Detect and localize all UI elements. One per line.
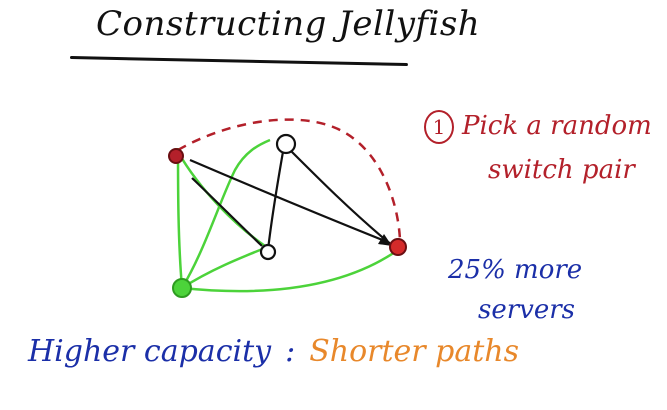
switch-node-top-left: [168, 148, 184, 164]
switch-node-top-center: [275, 133, 297, 155]
step-line-2: switch pair: [488, 155, 635, 185]
colon-text: :: [285, 334, 296, 369]
step-number-badge: 1: [424, 110, 454, 144]
servers-note: 25% more servers: [448, 250, 582, 330]
switch-node-right: [389, 238, 407, 256]
switch-node-bottom-left: [172, 278, 192, 298]
servers-line-1: 25% more: [448, 255, 583, 285]
step-line-1: Pick a random: [462, 111, 652, 141]
step-note: 1 Pick a random switch pair: [424, 104, 652, 192]
green-link-bl-to-right: [181, 248, 399, 293]
green-link-bl-to-center: [181, 246, 266, 290]
switch-node-center: [259, 243, 277, 261]
green-link-bl-to-tl: [176, 147, 184, 289]
black-link-tc-to-right: [289, 149, 389, 243]
bottom-statement: Higher capacity: Shorter paths: [28, 334, 519, 369]
slide-title: Constructing Jellyfish: [96, 4, 481, 44]
black-link-tl-to-center: [191, 177, 263, 247]
shorter-paths-text: Shorter paths: [309, 334, 520, 369]
black-link-tc-to-center: [266, 145, 286, 251]
black-link-tl-to-right: [189, 158, 391, 245]
servers-line-2: servers: [478, 295, 576, 325]
dashed-link-random-pair: [177, 118, 402, 241]
higher-capacity-text: Higher capacity: [28, 334, 272, 369]
arrow-head: [378, 234, 392, 246]
